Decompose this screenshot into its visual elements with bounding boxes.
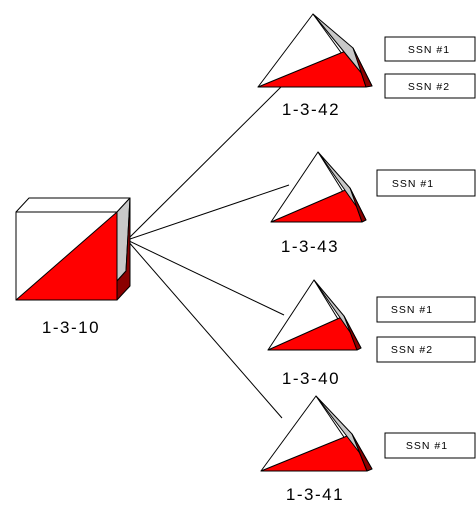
ssn-label: SSN #1	[408, 44, 450, 56]
ssn-box[interactable]: SSN #1	[384, 36, 476, 62]
ssn-box-frame	[376, 336, 476, 363]
node-1-3-43[interactable]: 1-3-43 SSN #1	[270, 151, 476, 256]
node-1-3-40[interactable]: 1-3-40 SSN #1 SSN #2	[267, 279, 476, 388]
ssn-box[interactable]: SSN #1	[384, 432, 476, 459]
cube-signal-point-icon	[15, 197, 131, 301]
pyramid-side-dark	[351, 433, 373, 472]
link-1-3-41	[126, 239, 283, 419]
cube-top-face	[15, 197, 131, 213]
link-1-3-43	[126, 184, 290, 241]
pyramid-signal-point-icon	[257, 13, 373, 88]
node-label: 1-3-40	[282, 369, 340, 388]
node-1-3-42[interactable]: 1-3-42 SSN #1 SSN #2	[257, 13, 476, 119]
ssn-box[interactable]: SSN #1	[376, 296, 476, 323]
pyramid-signal-point-icon	[270, 151, 367, 223]
node-label: 1-3-42	[282, 100, 340, 119]
pyramid-side-dark	[352, 47, 373, 88]
ssn-box[interactable]: SSN #2	[384, 73, 476, 99]
ssn-box[interactable]: SSN #1	[376, 169, 476, 197]
ssn-box-frame	[376, 296, 476, 323]
ssn-label: SSN #2	[391, 344, 433, 356]
ssn-box-frame	[384, 36, 476, 62]
pyramid-signal-point-icon	[260, 395, 373, 472]
ssn-box[interactable]: SSN #2	[376, 336, 476, 363]
ssn-box-frame	[384, 73, 476, 99]
hub-node[interactable]: 1-3-10	[15, 197, 131, 337]
cube-red-triangle	[15, 211, 118, 301]
ssn-box-frame	[376, 169, 476, 197]
link-1-3-42	[126, 77, 291, 241]
ssn-box-frame	[384, 432, 476, 459]
node-label: 1-3-43	[281, 237, 339, 256]
link-1-3-40	[126, 239, 285, 316]
pyramid-side-dark	[349, 187, 367, 223]
pyramid-signal-point-icon	[267, 279, 362, 351]
links	[126, 77, 291, 419]
pyramid-side-dark	[343, 315, 362, 351]
ssn-label: SSN #1	[392, 178, 434, 190]
ssn-label: SSN #1	[391, 304, 433, 316]
hub-label: 1-3-10	[42, 318, 100, 337]
node-1-3-41[interactable]: 1-3-41 SSN #1	[260, 395, 476, 504]
node-label: 1-3-41	[286, 485, 344, 504]
ssn-label: SSN #1	[406, 440, 448, 452]
ssn-label: SSN #2	[408, 81, 450, 93]
